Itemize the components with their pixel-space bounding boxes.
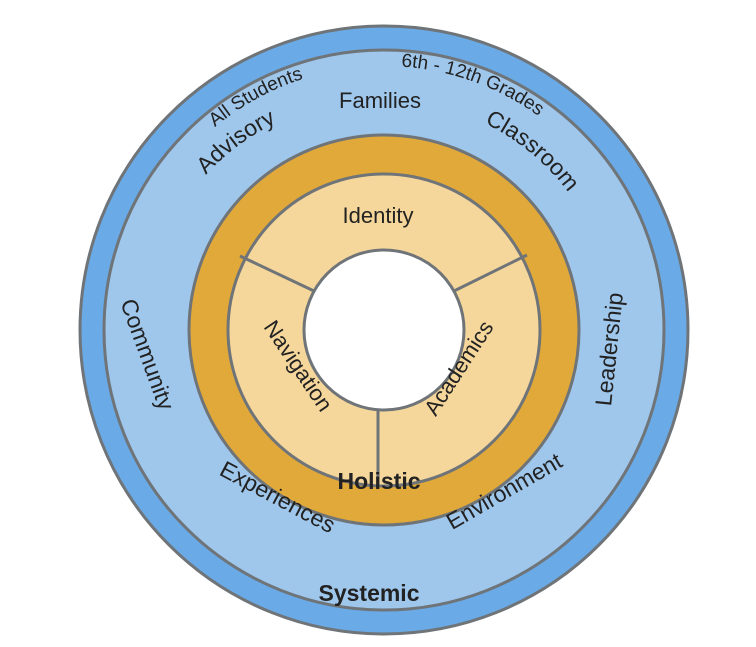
divider-right <box>453 253 528 293</box>
center-circle <box>302 248 466 412</box>
divider-left <box>239 254 315 293</box>
middle-label-families: Families <box>339 88 421 113</box>
outer-label-systemic: Systemic <box>318 580 419 606</box>
inner-label-identity: Identity <box>343 203 414 228</box>
gold-label-holistic: Holistic <box>337 468 420 494</box>
